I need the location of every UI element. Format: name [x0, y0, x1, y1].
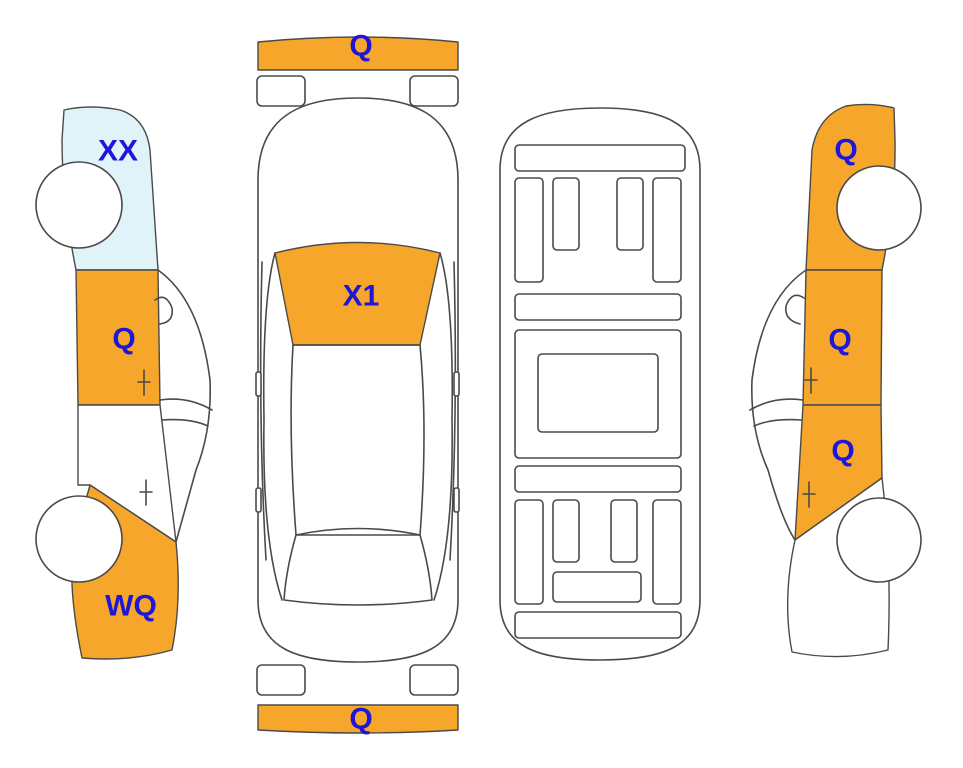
underbody-floor-pan — [537, 353, 659, 433]
underbody-front-left-rail — [514, 177, 544, 283]
left-side-window-line-2 — [161, 418, 209, 427]
underbody-front-inner-left — [552, 177, 580, 251]
underbody-tank — [552, 571, 642, 603]
rear-bumper-code: Q — [349, 703, 372, 736]
left-side-handle-rear — [137, 369, 151, 396]
front-left-bracket — [256, 75, 306, 107]
left-rear-door-code: Q — [112, 323, 135, 356]
underbody-rear-left-rail — [514, 499, 544, 605]
top-view-left-pillar — [262, 252, 283, 601]
windshield-code: X1 — [343, 280, 380, 313]
front-bumper-code: Q — [349, 30, 372, 63]
left-mirror — [255, 371, 262, 397]
car-left-side-view — [35, 106, 213, 660]
front-bumper-panel[interactable] — [257, 36, 459, 71]
left-side-window-line — [159, 398, 213, 411]
top-view-roof — [290, 344, 425, 536]
left-rear-quarter-code: XX — [98, 135, 138, 168]
rear-bumper-panel[interactable] — [257, 704, 459, 734]
left-side-handle-front — [139, 479, 153, 506]
underbody-front-right-rail — [652, 177, 682, 283]
right-rear-wheel — [836, 165, 922, 251]
rear-right-bracket — [409, 664, 459, 696]
right-mirror — [453, 371, 460, 397]
underbody-front-inner-right — [616, 177, 644, 251]
right-side-window-line-2 — [753, 418, 802, 427]
right-front-wheel — [836, 497, 922, 583]
underbody-outline — [499, 107, 701, 661]
top-view-left-a-line — [259, 261, 267, 561]
right-side-mirror — [784, 294, 805, 325]
top-view-body-outline — [257, 97, 459, 663]
right-side-window-line — [749, 398, 804, 411]
top-view-right-pillar — [433, 252, 454, 601]
right-front-door-code: Q — [831, 435, 854, 468]
left-side-greenhouse — [157, 269, 212, 543]
car-right-side-view — [749, 103, 922, 658]
left-rear-wheel — [35, 161, 123, 249]
left-side-mirror — [154, 296, 174, 325]
left-front-fender-code: WQ — [105, 590, 157, 623]
rear-window — [283, 527, 433, 606]
right-side-handle-rear — [804, 367, 818, 394]
underbody-rear-inner-left — [552, 499, 580, 563]
left-front-wheel — [35, 495, 123, 583]
top-view-right-a-line — [449, 261, 457, 561]
underbody-mid-bar-2 — [514, 465, 682, 493]
underbody-rear-inner-right — [610, 499, 638, 563]
underbody-rear-right-rail — [652, 499, 682, 605]
left-handle — [255, 487, 262, 513]
rear-left-bracket — [256, 664, 306, 696]
underbody-mid-bar-1 — [514, 293, 682, 321]
underbody-front-crossmember — [514, 144, 686, 172]
right-rear-door-code: Q — [828, 324, 851, 357]
right-handle — [453, 487, 460, 513]
underbody-rear-crossmember — [514, 611, 682, 639]
front-right-bracket — [409, 75, 459, 107]
right-side-handle-front — [802, 481, 816, 508]
right-rear-quarter-code: Q — [834, 134, 857, 167]
car-underbody-view — [499, 107, 701, 661]
car-top-view — [255, 36, 460, 734]
right-side-greenhouse — [751, 269, 807, 541]
